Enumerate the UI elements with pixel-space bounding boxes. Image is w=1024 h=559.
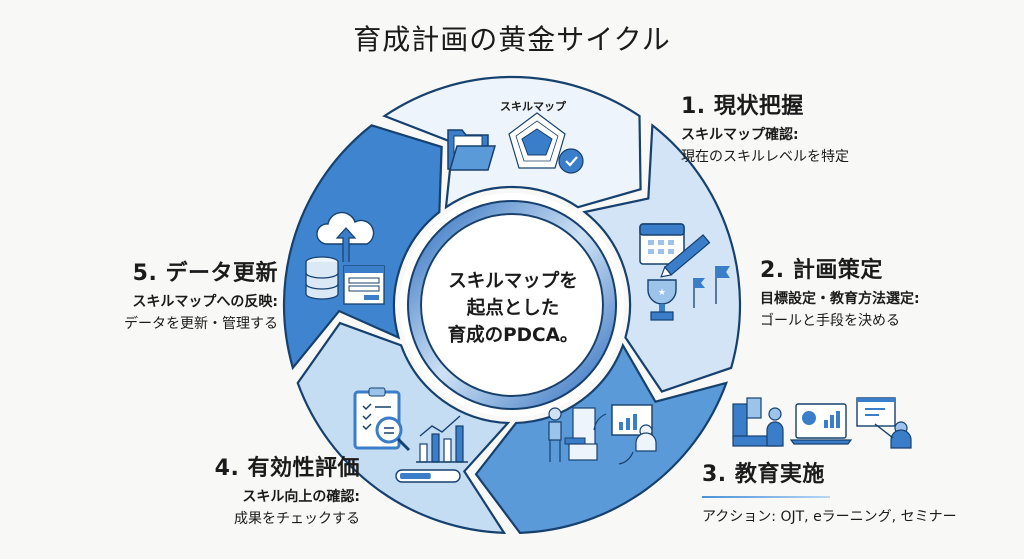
- step-4-heading: 4. 有効性評価: [214, 456, 360, 481]
- center-circle: [420, 213, 604, 397]
- step-5-description: データを更新・管理する: [124, 316, 278, 332]
- presenter-icon: [856, 397, 912, 449]
- step-1-heading: 1. 現状把握: [681, 94, 804, 119]
- step4-icons: [353, 387, 468, 483]
- check-circle-icon: [558, 148, 584, 174]
- progress-bar-fill: [400, 473, 431, 479]
- step-3-description: アクション: OJT, eラーニング, セミナー: [702, 509, 957, 525]
- laptop-dashboard-icon: [789, 403, 853, 445]
- center-ring: [408, 201, 616, 409]
- cycle-segment-step-3: [474, 342, 729, 534]
- step5-icons: [305, 211, 385, 305]
- magnifier-icon: [375, 416, 411, 452]
- step-3-label: 3. 教育実施 アクション: OJT, eラーニング, セミナー: [702, 456, 957, 526]
- step-5-subheading: スキルマップへの反映:: [132, 294, 278, 310]
- step-1-subheading: スキルマップ確認:: [681, 127, 799, 143]
- progress-bar-icon: [395, 469, 461, 483]
- cycle-arrows-icon: [593, 413, 634, 465]
- step-3-heading: 3. 教育実施: [702, 462, 825, 487]
- step-5-label: 5. データ更新 スキルマップへの反映: データを更新・管理する: [124, 255, 278, 333]
- step2-icons: ★: [639, 223, 730, 321]
- monitor-learner-icon: [611, 404, 657, 452]
- skill-map-caption: スキルマップ: [500, 100, 566, 113]
- step-4-subheading: スキル向上の確認:: [242, 489, 360, 505]
- radar-chart-icon: [508, 112, 566, 169]
- page-title: 育成計画の黄金サイクル: [353, 23, 671, 56]
- center-line-1: スキルマップを: [448, 271, 578, 292]
- svg-text:★: ★: [658, 288, 666, 298]
- machine-operator-icon: [548, 407, 598, 462]
- bar-chart-growth-icon: [416, 415, 468, 463]
- center-text: スキルマップを 起点とした 育成のPDCA。: [425, 268, 601, 349]
- center-line-3: 育成のPDCA。: [447, 325, 579, 346]
- step-4-description: 成果をチェックする: [234, 511, 360, 527]
- step-3-divider: [702, 496, 830, 498]
- cloud-upload-icon: [316, 211, 375, 262]
- step-4-label: 4. 有効性評価 スキル向上の確認: 成果をチェックする: [215, 450, 360, 528]
- step-2-description: ゴールと手段を決める: [760, 313, 900, 329]
- database-icon: [305, 256, 339, 300]
- step-1-label: 1. 現状把握 スキルマップ確認: 現在のスキルレベルを特定: [681, 88, 849, 166]
- trophy-icon: ★: [647, 279, 677, 321]
- calendar-icon: [639, 223, 685, 265]
- machine-operator-outside-icon: [732, 397, 784, 447]
- step-1-description: 現在のスキルレベルを特定: [681, 149, 849, 165]
- flag-icon: [693, 266, 730, 308]
- form-window-icon: [343, 265, 385, 305]
- step1-icons: [447, 112, 584, 174]
- step-5-heading: 5. データ更新: [132, 261, 278, 286]
- step-2-heading: 2. 計画策定: [760, 258, 883, 283]
- step-2-label: 2. 計画策定 目標設定・教育方法選定: ゴールと手段を決める: [760, 252, 920, 330]
- step-2-subheading: 目標設定・教育方法選定:: [760, 291, 920, 307]
- pencil-icon: [660, 234, 711, 278]
- step3-outside-icons: [732, 397, 912, 449]
- center-line-2: 起点とした: [466, 298, 560, 319]
- step3-icons: [548, 404, 657, 465]
- center-ring-outer-edge: [407, 200, 617, 410]
- cycle-segment-step-5: [282, 124, 443, 371]
- folder-icon: [447, 129, 496, 171]
